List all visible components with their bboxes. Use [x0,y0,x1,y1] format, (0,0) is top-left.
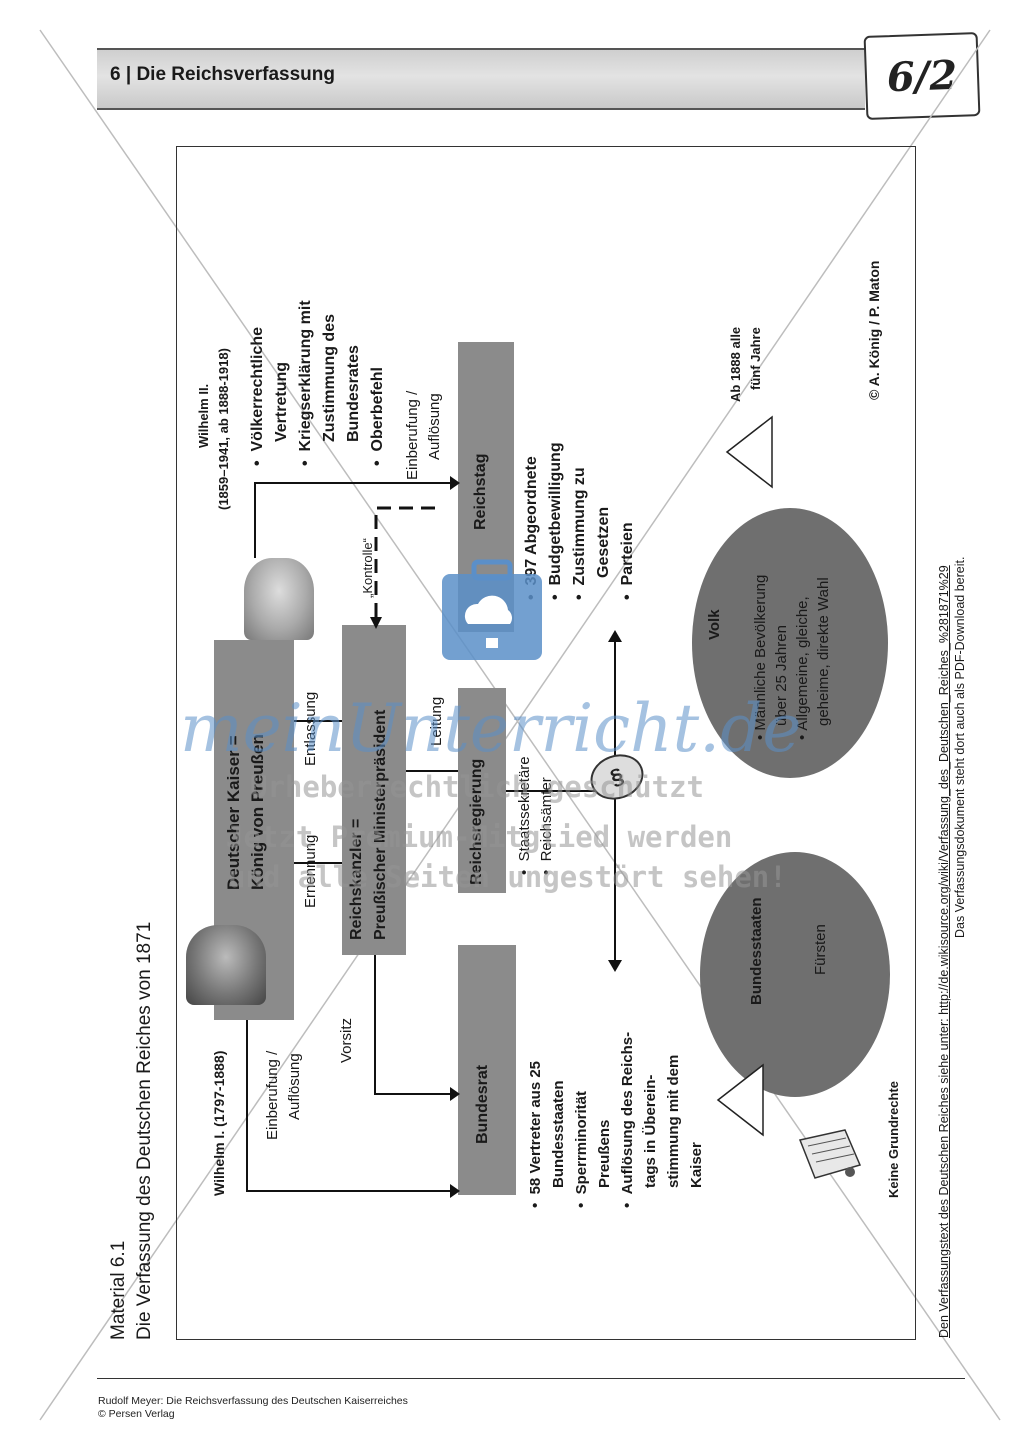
kaiser-power-item: Bundesrates [345,345,362,442]
material-title: Die Verfassung des Deutschen Reiches von… [134,921,155,1340]
einberufung-right-1: Einberufung / [404,390,421,480]
kaiser-power-item: • Kriegserklärung mit [297,300,314,466]
footer-divider [97,1378,965,1379]
connector-wahl [614,640,616,970]
reichstag-item: • Parteien [619,522,636,600]
ab-1888-line1: Ab 1888 alle [728,326,743,402]
einberufung-right-2: Auflösung [426,393,443,460]
einberufung-left-1: Einberufung / [264,1050,281,1140]
connector-regierung-volk [506,790,616,792]
briefcase-watermark-icon [442,559,542,660]
arrow-up-icon [608,630,622,642]
bundesrat-items: • 58 Vertreter aus 25 Bundesstaaten • Sp… [524,1032,708,1208]
bundesrat-item: • Auflösung des Reichs- [619,1031,636,1208]
arrow-right-icon [450,476,460,490]
source-line1: Den Verfassungstext des Deutschen Reiche… [937,565,951,1338]
header-bar [97,48,865,110]
material-label: Material 6.1 [108,1240,129,1340]
kaiser-power-item: • Völkerrechtliche [249,327,266,466]
kaiser-power-item: Zustimmung des [321,313,338,442]
watermark-line1: Urheberrechtlich geschützt [250,770,704,804]
triangle-left-icon [716,1063,764,1137]
connector-wahl-lower [614,860,616,970]
connector-kanzler-bundesrat [374,955,376,1095]
reichstag-label: Reichstag [472,453,489,530]
ab-1888-line2: fünf Jahre [748,327,763,390]
connector-ernennung [294,862,342,864]
bundesstaaten-title: Bundesstaaten [748,897,765,1005]
connector-entlassung [294,720,342,722]
triangle-right-icon [725,415,773,489]
bundesstaaten-ellipse [700,852,890,1097]
einberufung-left-2: Auflösung [286,1053,303,1120]
reichstag-item: • Zustimmung zu [571,467,588,600]
watermark-line2: Jetzt Premium-Mitglied werden [226,820,733,854]
wilhelm1-portrait [186,925,266,1005]
document-scroll-icon [798,1129,862,1179]
vorsitz-label: Vorsitz [338,1017,355,1063]
volk-title: Volk [706,609,723,640]
connector-kontrolle-dashed [370,506,435,629]
page-title: 6 | Die Reichsverfassung [110,64,335,85]
wilhelm2-portrait [244,558,314,640]
bundesrat-item: • Sperrminorität [573,1091,590,1208]
watermark-line3: und alle Seiten ungestört sehen! [228,860,787,894]
arrow-up-icon [608,960,622,972]
volk-ellipse [692,508,888,778]
bundesstaaten-sub: Fürsten [812,924,829,975]
footer-line1: Rudolf Meyer: Die Reichsverfassung des D… [98,1395,408,1407]
connector-kaiser-bundesrat [246,1020,248,1192]
wilhelm1-label: Wilhelm I. (1797-1888) [211,1050,227,1196]
wilhelm2-years: (1859–1941, ab 1888-1918) [216,348,231,510]
volk-item: geheime, direkte Wahl [815,577,832,726]
arrow-right-icon [450,1184,460,1198]
diagram-frame [176,146,916,1340]
regierung-box [458,688,506,893]
connector-kaiser-reichstag-h [254,482,458,484]
reichstag-item: Gesetzen [595,506,612,578]
connector-kanzler-bundesrat-h [374,1093,458,1095]
footer-line2: © Persen Verlag [98,1408,175,1420]
bundesrat-item: Bundesstaaten [550,1080,567,1188]
bundesrat-item: Preußens [596,1119,613,1188]
keine-grundrechte-label: Keine Grundrechte [886,1080,901,1198]
kaiser-power-item: Vertretung [273,361,290,442]
watermark-logo: meinUnterricht.de [180,690,802,767]
connector-kaiser-reichstag-v [254,482,256,558]
kaiser-power-item: • Oberbefehl [369,367,386,466]
kaiser-powers: • Völkerrechtliche Vertretung • Kriegser… [246,300,390,466]
connector-kaiser-bundesrat-h [246,1190,458,1192]
connector-leitung [406,770,458,772]
bundesrat-label: Bundesrat [474,1064,491,1144]
copyright-label: © A. König / P. Maton [866,260,882,400]
bundesrat-item: • 58 Vertreter aus 25 [527,1060,544,1208]
wilhelm2-name: Wilhelm II. [196,383,211,448]
bundesrat-item: tags in Überein- [642,1074,659,1188]
bundesrat-item: stimmung mit dem [665,1054,682,1188]
arrow-right-icon [450,1087,460,1101]
source-line2: Das Verfassungsdokument steht dort auch … [953,556,967,938]
bundesrat-box [458,945,516,1195]
bundesrat-item: Kaiser [688,1142,705,1188]
kanzler-box [342,625,406,955]
